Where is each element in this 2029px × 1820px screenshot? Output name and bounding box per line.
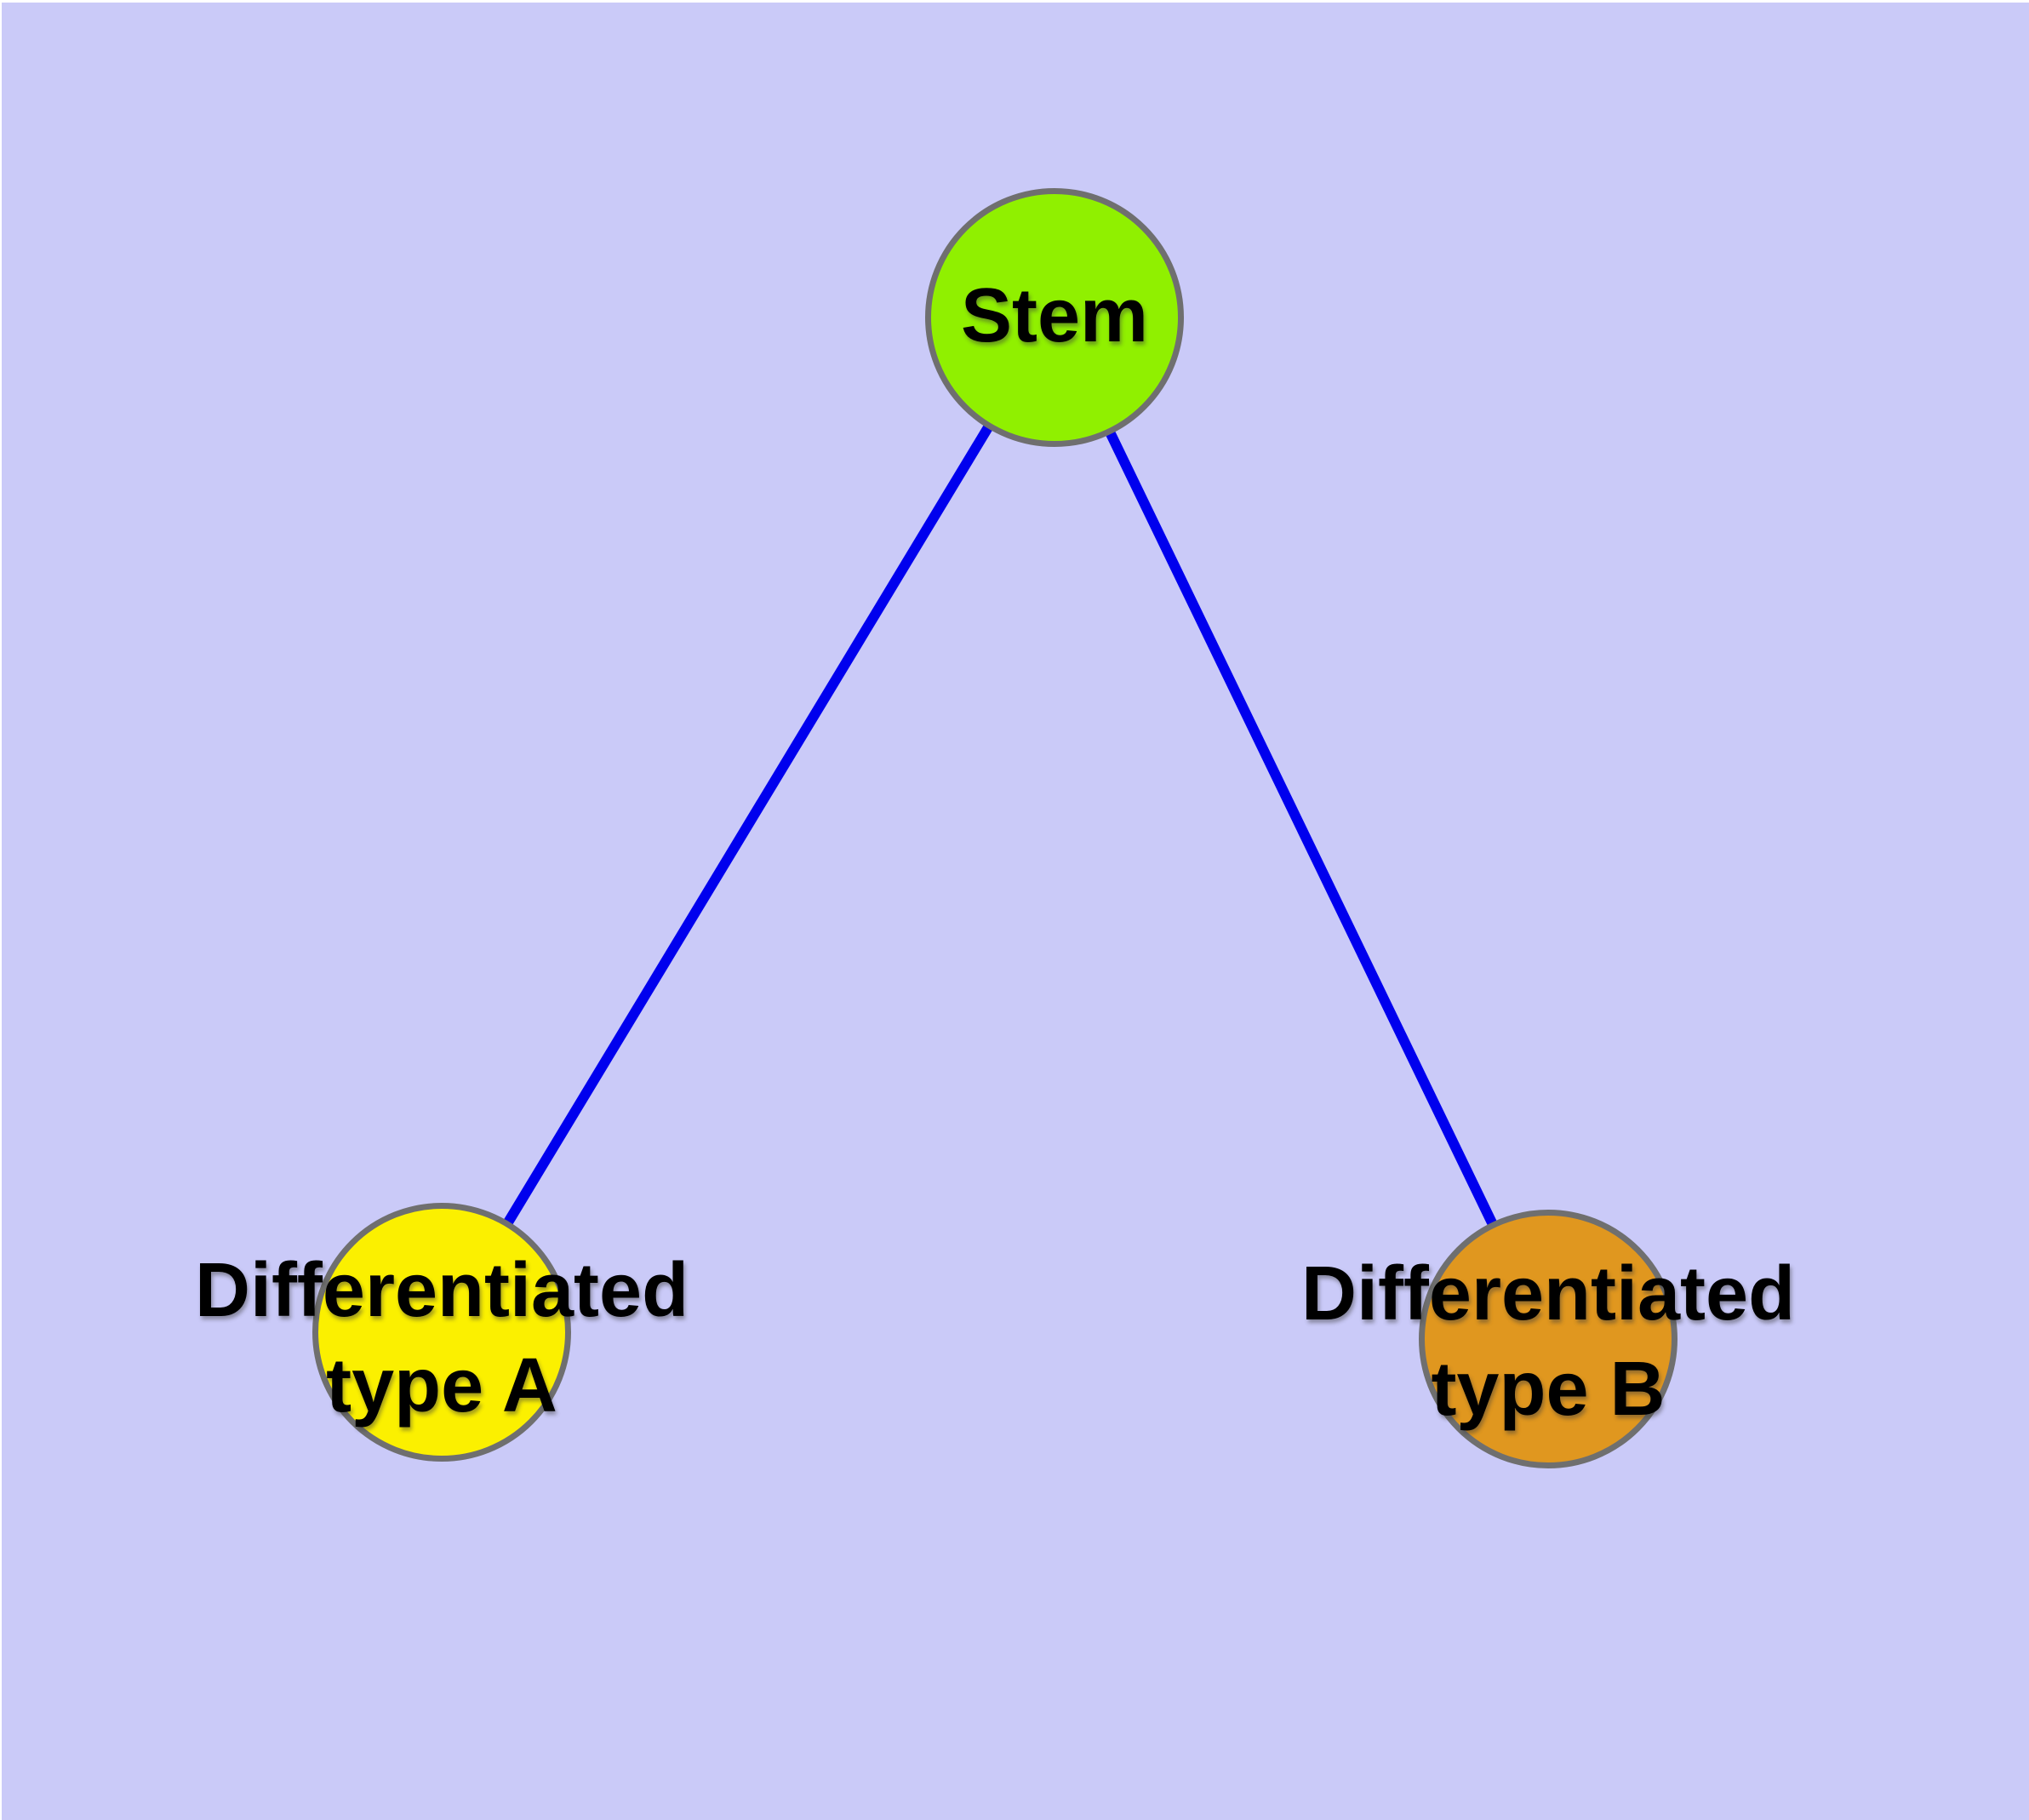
- node-differentiated-type-a[interactable]: [312, 1203, 571, 1462]
- canvas-left-margin: [0, 0, 2, 1820]
- node-type-a-label-line1: Differentiated: [194, 1248, 689, 1333]
- node-type-b-label-line2: type B: [1431, 1347, 1666, 1432]
- node-stem-label: Stem: [961, 268, 1148, 363]
- edge-stem-to-type-a: [437, 314, 1060, 1336]
- node-stem-label-text: Stem: [960, 273, 1149, 358]
- canvas-top-margin: [0, 0, 2029, 3]
- edge-stem-to-type-b: [1049, 315, 1553, 1342]
- node-type-a-label-line2: type A: [326, 1343, 557, 1428]
- node-type-b-label-line1: Differentiated: [1300, 1251, 1796, 1336]
- node-type-b-label: Differentiated type B: [1301, 1246, 1795, 1437]
- node-type-a-label: Differentiated type A: [195, 1243, 689, 1434]
- node-differentiated-type-b[interactable]: [1419, 1210, 1677, 1468]
- node-stem[interactable]: [925, 188, 1184, 447]
